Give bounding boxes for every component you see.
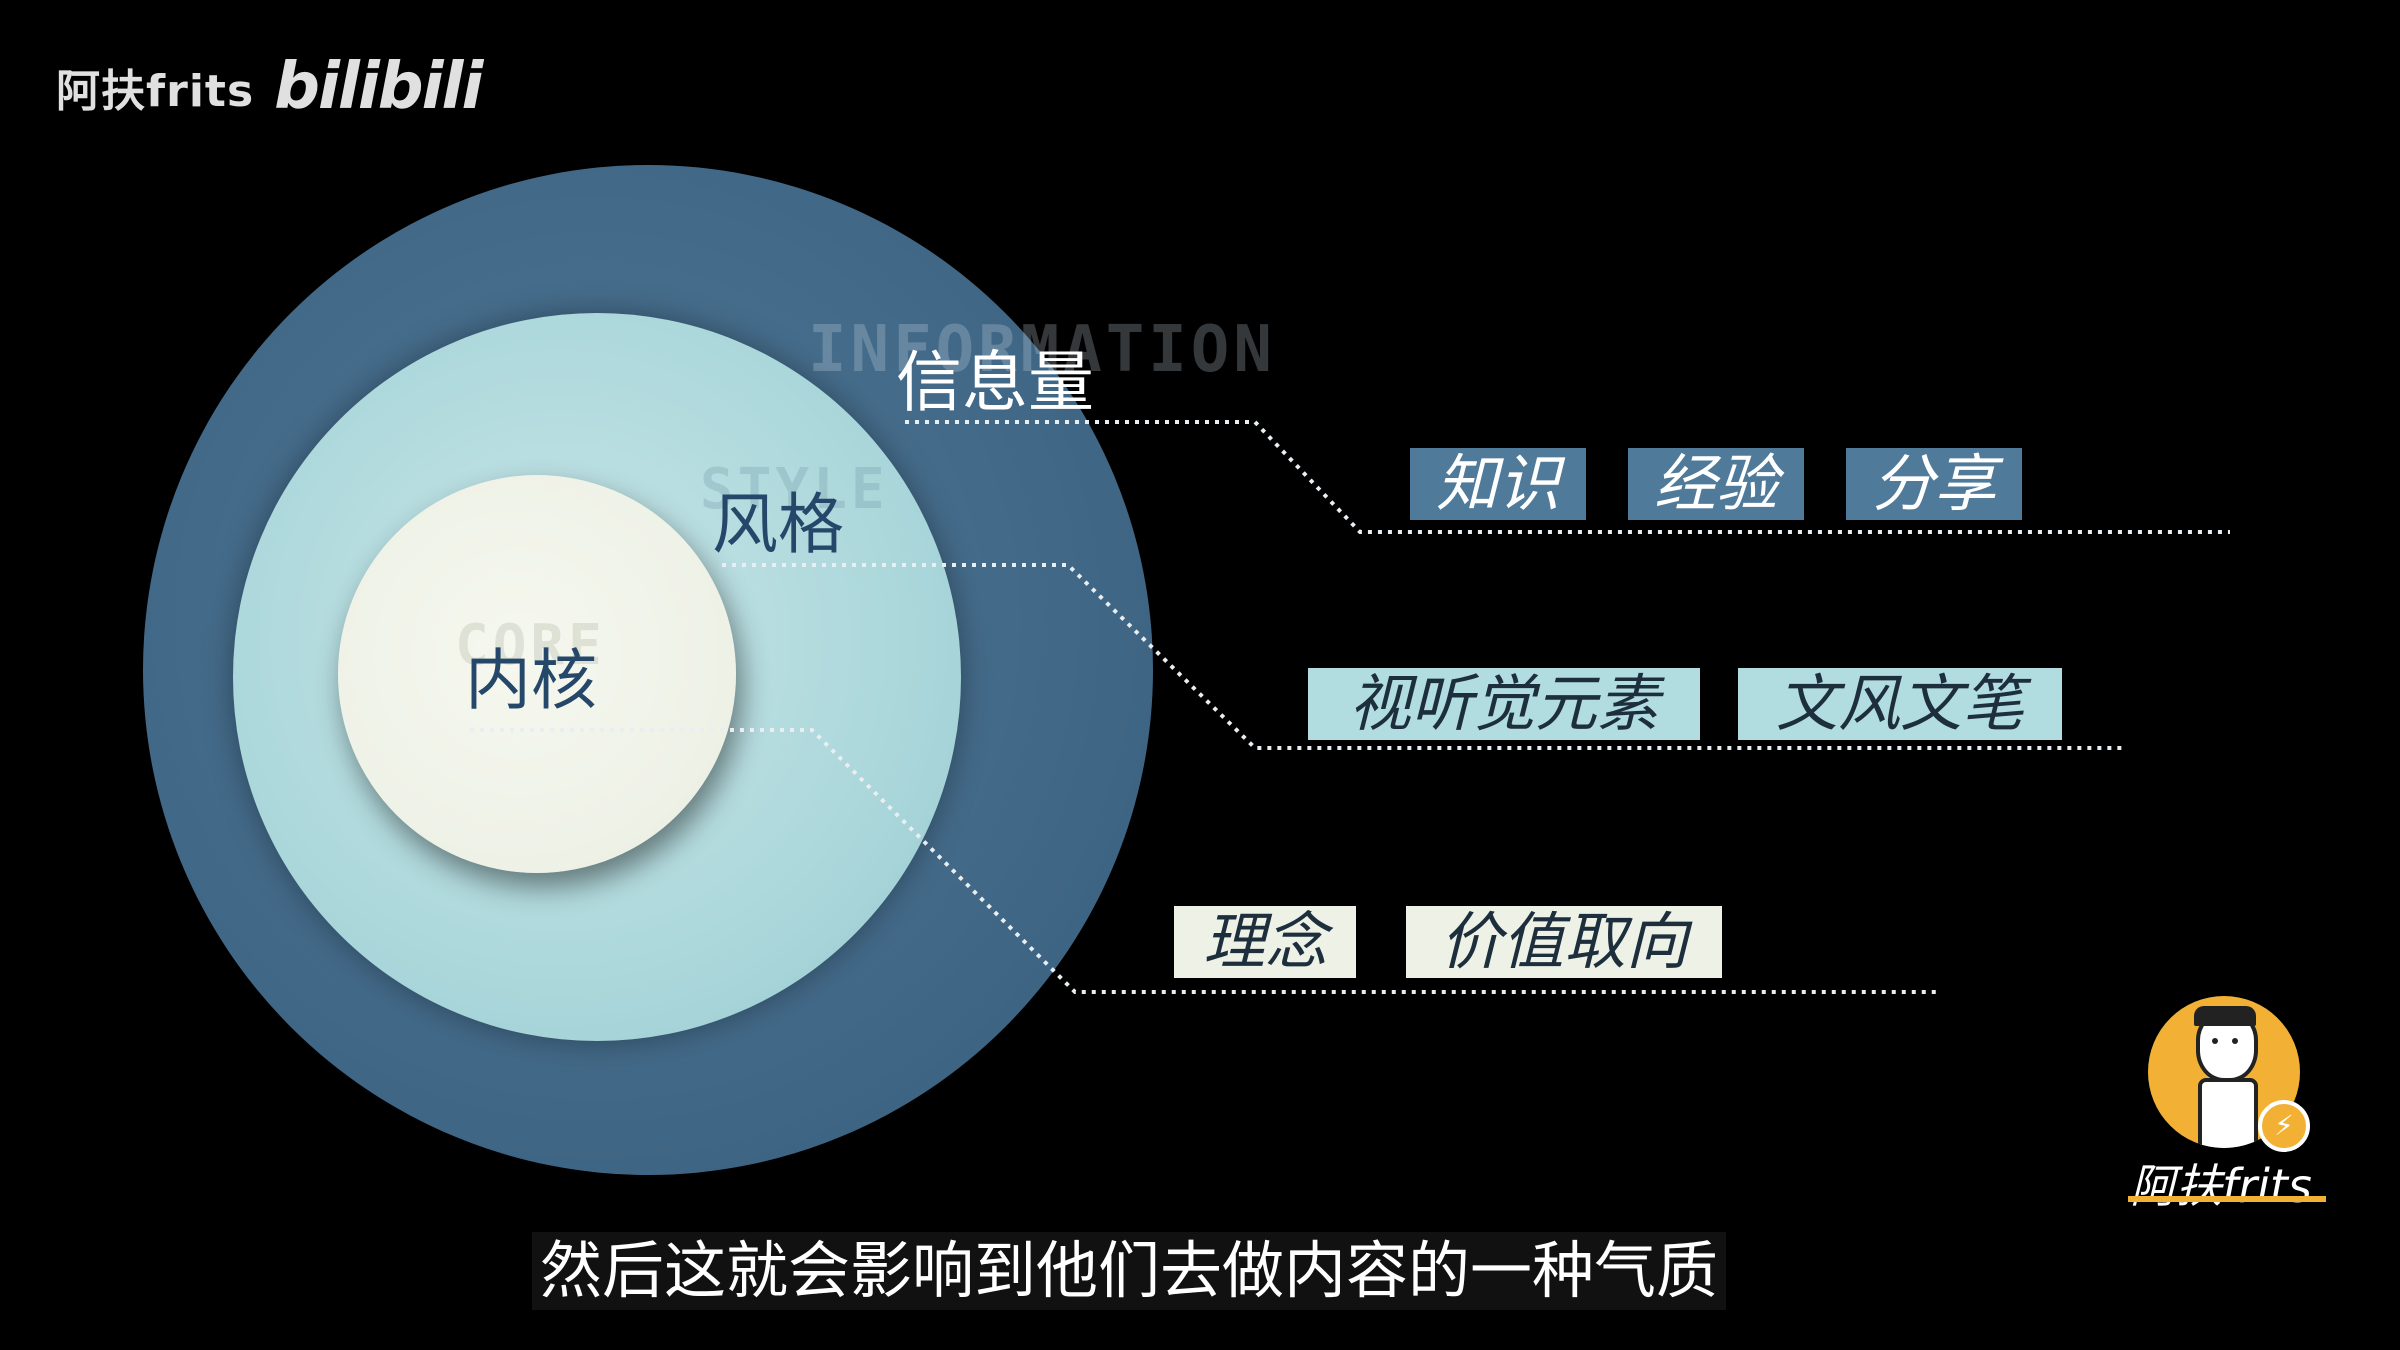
lightning-bolt-icon: ⚡ bbox=[2258, 1100, 2310, 1152]
ghost-label-information: INFORMATION bbox=[808, 313, 1276, 387]
layer-label-style: 风格 bbox=[712, 486, 844, 563]
ghost-label-core: CORE bbox=[455, 613, 606, 678]
bilibili-logo: bilibili bbox=[274, 50, 483, 124]
avatar-name: 阿扶frits bbox=[2130, 1159, 2312, 1213]
avatar-body bbox=[2198, 1078, 2258, 1148]
layer-label-core: 内核 bbox=[465, 642, 597, 719]
tag-experience: 经验 bbox=[1628, 448, 1804, 520]
avatar-eye-left bbox=[2212, 1038, 2218, 1044]
avatar-name-underline bbox=[2128, 1196, 2326, 1202]
tag-philosophy: 理念 bbox=[1174, 906, 1356, 978]
avatar-hair bbox=[2194, 1006, 2256, 1026]
ghost-label-style: STYLE bbox=[700, 457, 889, 522]
connector-core bbox=[470, 728, 1940, 994]
avatar-eye-right bbox=[2232, 1038, 2238, 1044]
video-subtitle: 然后这就会影响到他们去做内容的一种气质 bbox=[532, 1232, 1727, 1310]
core-circle bbox=[338, 475, 736, 873]
connector-style bbox=[722, 563, 2125, 750]
watermark-author: 阿扶frits bbox=[56, 66, 255, 117]
layer-label-information: 信息量 bbox=[896, 344, 1094, 421]
channel-watermark: 阿扶frits bilibili bbox=[56, 42, 483, 132]
tag-value-orientation: 价值取向 bbox=[1406, 906, 1722, 978]
tag-sharing: 分享 bbox=[1846, 448, 2022, 520]
tag-knowledge: 知识 bbox=[1410, 448, 1586, 520]
tag-writing-style: 文风文笔 bbox=[1738, 668, 2062, 740]
tag-audiovisual-elements: 视听觉元素 bbox=[1308, 668, 1700, 740]
